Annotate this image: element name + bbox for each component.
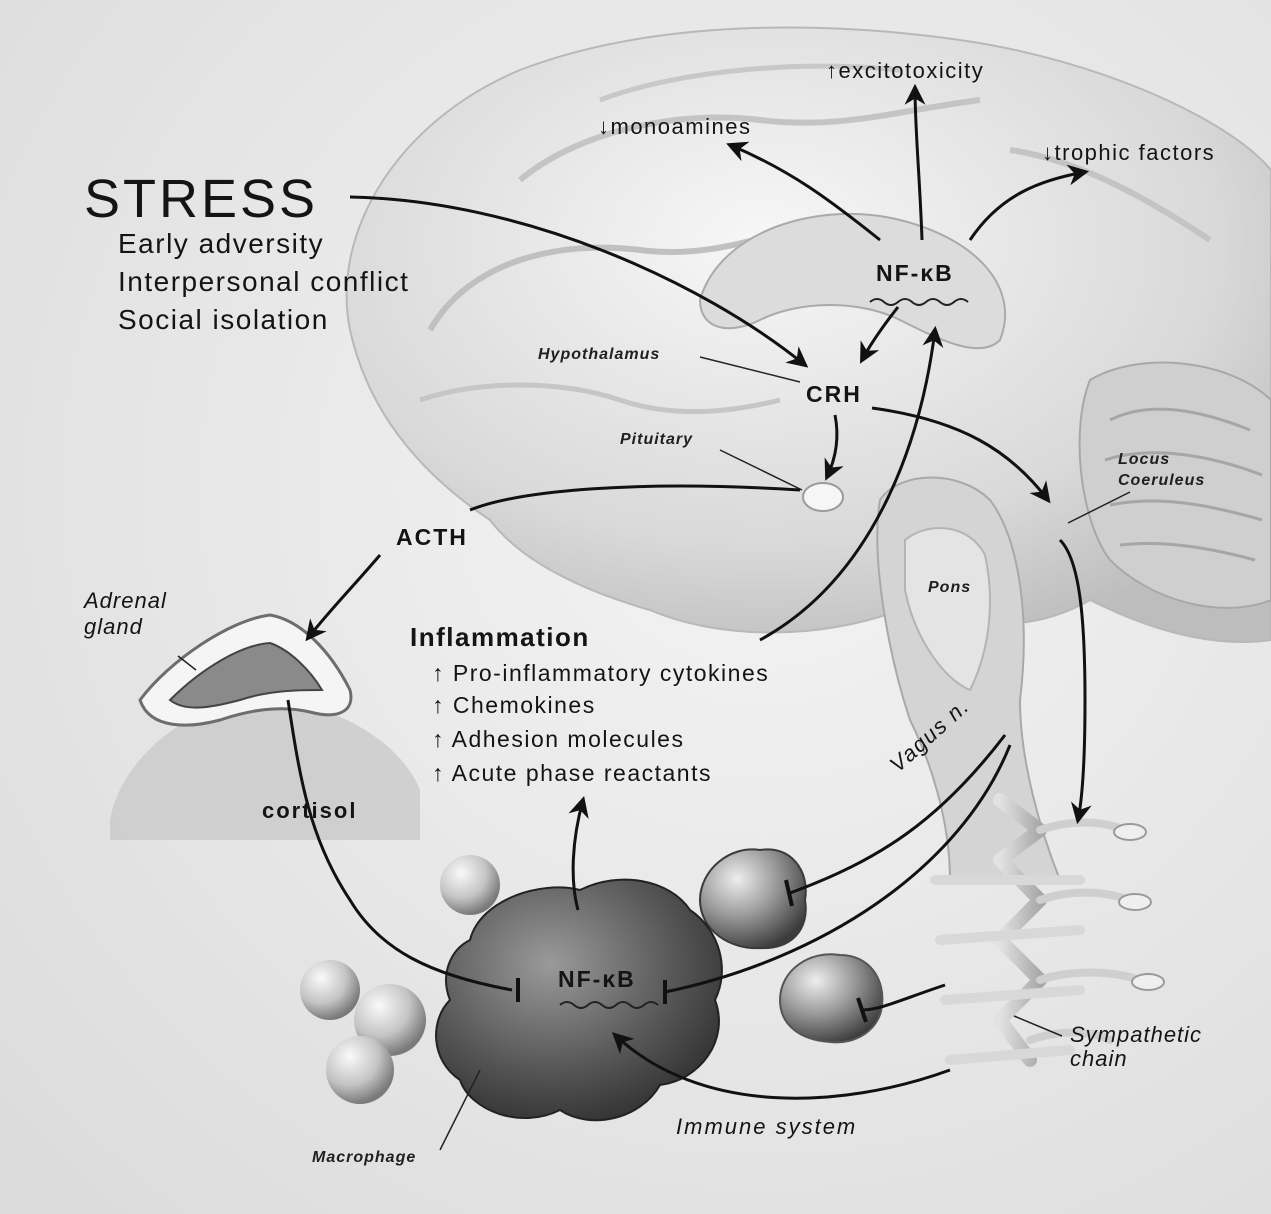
sympathetic-label: Sympathetic <box>1070 1024 1202 1046</box>
macrophage-label: Macrophage <box>312 1150 416 1166</box>
up-arrow-icon: ↑ <box>432 692 445 718</box>
chain-label: chain <box>1070 1048 1128 1070</box>
stress-cause-social-isolation: Social isolation <box>118 306 329 334</box>
pituitary-label: Pituitary <box>620 432 693 448</box>
immune-system-label: Immune system <box>676 1116 857 1138</box>
crh-label: CRH <box>806 383 862 406</box>
stress-cause-early-adversity: Early adversity <box>118 230 324 258</box>
up-arrow-icon: ↑ <box>826 58 839 83</box>
acth-label: ACTH <box>396 526 468 549</box>
excitotoxicity-label: ↑excitotoxicity <box>826 60 984 82</box>
down-arrow-icon: ↓ <box>1042 140 1055 165</box>
down-arrow-icon: ↓ <box>598 114 611 139</box>
pons-label: Pons <box>928 580 971 596</box>
inflammation-item-chemokines: ↑ Chemokines <box>432 694 596 717</box>
coeruleus-label: Coeruleus <box>1118 473 1205 489</box>
hypothalamus-label: Hypothalamus <box>538 347 660 363</box>
inflammation-item-cytokines: ↑ Pro-inflammatory cytokines <box>432 662 769 685</box>
inflammation-item-acute-phase: ↑ Acute phase reactants <box>432 762 712 785</box>
nfkb-brain-label: NF-κB <box>876 262 954 285</box>
vagus-label: Vagus n. <box>886 694 974 776</box>
monoamines-label: ↓monoamines <box>598 116 751 138</box>
stress-cause-interpersonal-conflict: Interpersonal conflict <box>118 268 409 296</box>
stress-title: STRESS <box>84 172 318 226</box>
gland-label: gland <box>84 616 143 638</box>
trophic-factors-label: ↓trophic factors <box>1042 142 1215 164</box>
up-arrow-icon: ↑ <box>432 660 445 686</box>
inflammation-title: Inflammation <box>410 624 590 650</box>
locus-label: Locus <box>1118 452 1170 468</box>
up-arrow-icon: ↑ <box>432 760 445 786</box>
up-arrow-icon: ↑ <box>432 726 445 752</box>
inflammation-item-adhesion: ↑ Adhesion molecules <box>432 728 684 751</box>
nfkb-macrophage-label: NF-κB <box>558 968 636 991</box>
cortisol-label: cortisol <box>262 800 357 822</box>
adrenal-label: Adrenal <box>84 590 167 612</box>
